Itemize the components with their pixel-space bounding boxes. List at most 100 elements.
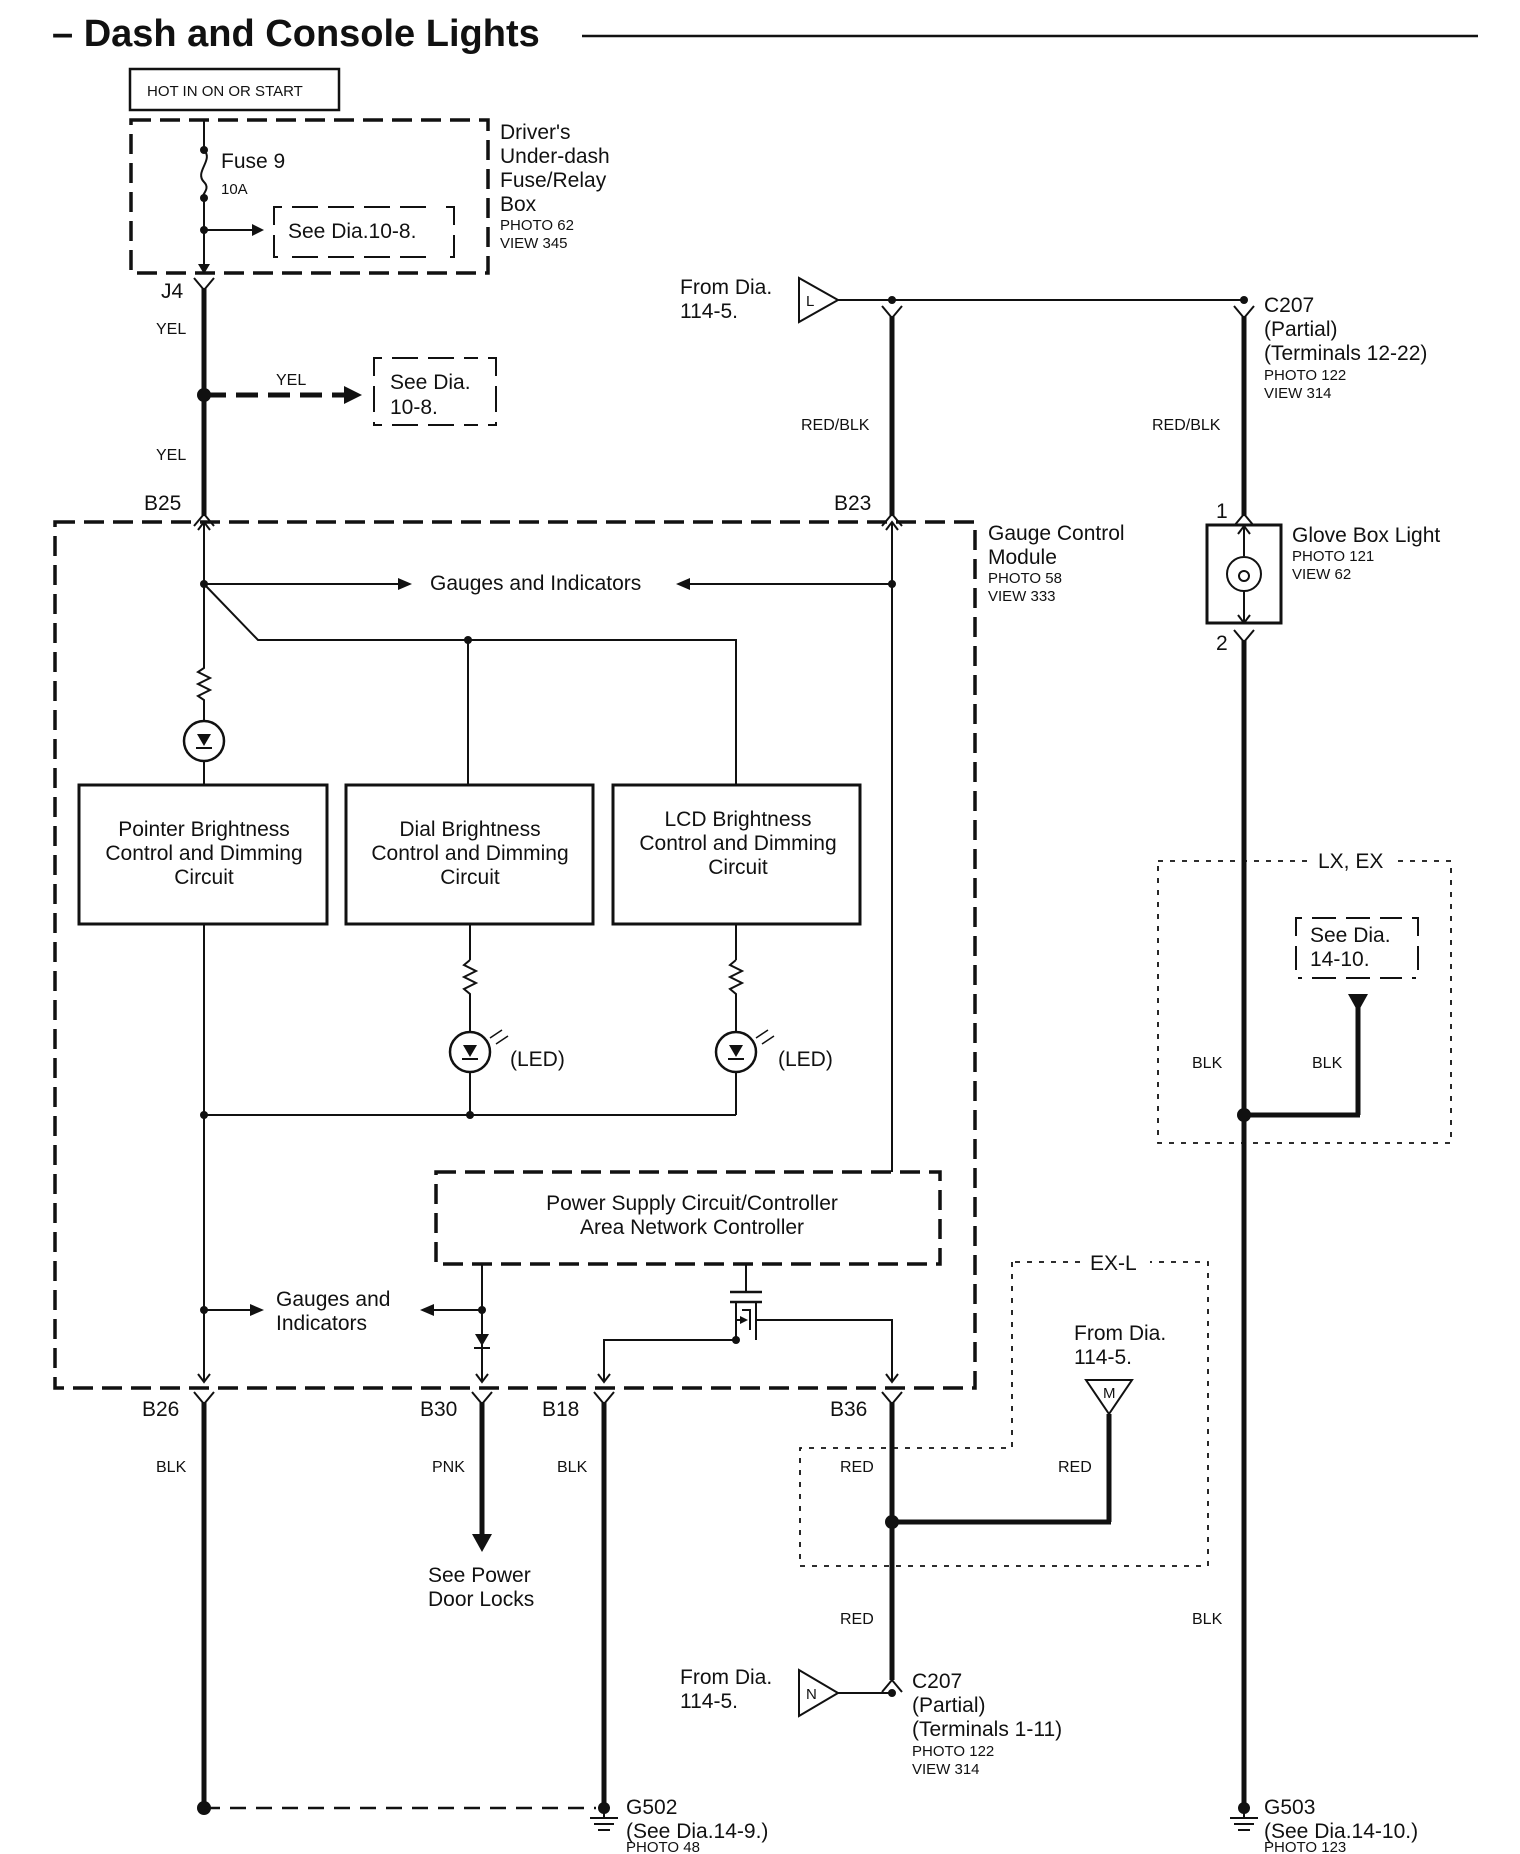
wire-transistor-b36 <box>756 1319 893 1382</box>
dial-led-label: (LED) <box>510 1048 565 1071</box>
fuse-relay-box-outline <box>129 118 490 275</box>
from-dia-l-label-1: From Dia. <box>680 276 772 299</box>
wire-transistor-b18 <box>603 1339 736 1382</box>
connector-b30: B30 <box>420 1398 457 1421</box>
ex-l-junction <box>885 1515 899 1529</box>
fuse-box-label-2: Under-dash <box>500 145 610 168</box>
from-dia-m-letter: M <box>1103 1385 1116 1402</box>
g503-see-dia: (See Dia.14-10.) <box>1264 1820 1418 1843</box>
wire-dimming-bus <box>203 583 737 785</box>
b30-internal-arrow <box>475 1373 489 1384</box>
pointer-label-2: Control and Dimming <box>105 842 302 865</box>
see-dia-lx-label-2: 14-10. <box>1310 948 1370 971</box>
lx-ex-label: LX, EX <box>1318 850 1383 873</box>
see-dia-yel-label-2: 10-8. <box>390 396 438 419</box>
from-l-junction <box>888 296 896 304</box>
fuse-9-label: Fuse 9 <box>221 150 285 173</box>
gauges-bottom-left-arrow <box>250 1304 264 1316</box>
dial-label-3: Circuit <box>440 866 500 889</box>
wire-color-blk-right: BLK <box>1192 1611 1223 1628</box>
ex-l-region <box>799 1261 1209 1567</box>
dial-brightness-circuit <box>344 783 595 926</box>
fuse-rating: 10A <box>221 181 248 198</box>
fuse-branch-arrow <box>252 224 264 236</box>
c207-top-label-2: (Partial) <box>1264 318 1338 341</box>
ex-l-label: EX-L <box>1090 1252 1137 1275</box>
wire-color-red-m: RED <box>1058 1459 1092 1476</box>
wire-color-blk-lx-1: BLK <box>1192 1055 1223 1072</box>
from-dia-m-triangle <box>1084 1379 1134 1416</box>
lcd-brightness-circuit <box>611 783 862 926</box>
c207-top-label-1: C207 <box>1264 294 1314 317</box>
g502-label: G502 <box>626 1796 677 1819</box>
ex-l-label-bg <box>1082 1248 1150 1278</box>
lx-ex-label-bg <box>1308 846 1398 876</box>
see-dia-yel-label-1: See Dia. <box>390 371 471 394</box>
glove-pin-1-connector <box>1233 512 1255 527</box>
diagram-title: – Dash and Console Lights <box>52 13 540 55</box>
g502-see-dia: (See Dia.14-9.) <box>626 1820 768 1843</box>
c207-bottom-junction <box>888 1689 896 1697</box>
wire-color-red-2: RED <box>840 1611 874 1628</box>
glove-pin-1: 1 <box>1216 500 1228 523</box>
see-dia-fuse-label: See Dia.10-8. <box>288 220 416 243</box>
connector-b36: B36 <box>830 1398 867 1421</box>
power-supply-controller <box>434 1170 942 1266</box>
pointer-resistor-symbol <box>195 660 213 720</box>
g502-ground-icon <box>590 1808 618 1831</box>
wire-color-red-blk-2: RED/BLK <box>1152 417 1221 434</box>
c207-bottom-label-3: (Terminals 1-11) <box>912 1718 1062 1741</box>
b26-internal-arrow <box>197 1373 211 1384</box>
connector-b18: B18 <box>542 1398 579 1421</box>
glove-internal-arrow-top <box>1237 524 1251 535</box>
c207-top-photo: PHOTO 122 <box>1264 367 1346 384</box>
lcd-label-3: Circuit <box>708 856 768 879</box>
c207-bottom-view: VIEW 314 <box>912 1761 980 1778</box>
led-ground-junction-left <box>200 1111 208 1119</box>
wire-color-pnk: PNK <box>432 1459 465 1476</box>
lcd-label-1: LCD Brightness <box>664 808 811 831</box>
c207-bottom-connector-symbol <box>881 1678 903 1693</box>
gauge-module-photo: PHOTO 58 <box>988 570 1062 587</box>
hot-label: HOT IN ON OR START <box>147 83 303 100</box>
gauges-bottom-label-2: Indicators <box>276 1312 367 1335</box>
pointer-diode-triangle <box>197 734 211 746</box>
gauges-indicators-top-label: Gauges and Indicators <box>430 572 641 595</box>
b25-internal-arrow <box>197 520 211 531</box>
pointer-brightness-circuit <box>77 783 329 926</box>
fuse-out-arrow <box>198 264 210 274</box>
connector-b25: B25 <box>144 492 181 515</box>
c207-top-junction <box>1240 296 1248 304</box>
gauges-bottom-label-1: Gauges and <box>276 1288 390 1311</box>
c207-bottom-label-2: (Partial) <box>912 1694 986 1717</box>
led-ground-junction-mid <box>466 1111 474 1119</box>
glove-internal-arrow-bottom <box>1237 614 1251 625</box>
fuse-box-label-4: Box <box>500 193 537 216</box>
fuse-9-symbol <box>200 149 208 201</box>
wire-color-blk-lx-2: BLK <box>1312 1055 1343 1072</box>
from-dia-l-label-2: 114-5. <box>680 300 738 323</box>
gauges-bottom-right-arrow <box>420 1304 434 1316</box>
c207-bottom-photo: PHOTO 122 <box>912 1743 994 1760</box>
lcd-label-2: Control and Dimming <box>639 832 836 855</box>
dial-label-1: Dial Brightness <box>399 818 540 841</box>
pointer-label-3: Circuit <box>174 866 234 889</box>
gauges-top-left-arrow <box>398 578 412 590</box>
wire-color-yel-branch: YEL <box>276 372 306 389</box>
g503-label: G503 <box>1264 1796 1315 1819</box>
b36-internal-arrow <box>885 1373 899 1384</box>
fuse-box-view: VIEW 345 <box>500 235 568 252</box>
gauge-module-label-1: Gauge Control <box>988 522 1125 545</box>
fuse-box-label-3: Fuse/Relay <box>500 169 607 192</box>
see-power-door-locks-2: Door Locks <box>428 1588 534 1611</box>
glove-box-photo: PHOTO 121 <box>1292 548 1374 565</box>
from-dia-n-label-1: From Dia. <box>680 1666 772 1689</box>
see-dia-lx-label-1: See Dia. <box>1310 924 1391 947</box>
lx-ex-region <box>1157 860 1452 1144</box>
g502-photo: PHOTO 48 <box>626 1839 700 1854</box>
hot-label-box <box>128 67 341 112</box>
wire-color-red-1: RED <box>840 1459 874 1476</box>
wire-color-red-blk-1: RED/BLK <box>801 417 870 434</box>
b18-internal-arrow <box>597 1373 611 1384</box>
